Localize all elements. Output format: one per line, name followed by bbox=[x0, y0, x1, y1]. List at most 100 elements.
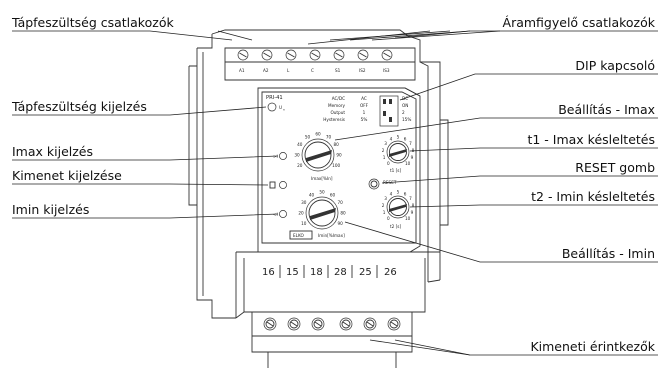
label-current-terminals: Áramfigyelő csatlakozók bbox=[503, 15, 656, 30]
dial-scale-label: 10 bbox=[301, 221, 307, 226]
dial-scale-label: 1 bbox=[383, 155, 386, 160]
dial-scale-label: 6 bbox=[404, 136, 407, 141]
dip-row-b: 15% bbox=[402, 117, 411, 122]
label-output-indicator: Kimenet kijelzése bbox=[12, 168, 122, 183]
bottom-terminal-label: 28 bbox=[334, 267, 347, 278]
top-terminal-screw bbox=[261, 49, 273, 61]
top-terminal-screw bbox=[237, 49, 249, 61]
bottom-terminal-screw bbox=[363, 317, 377, 331]
imin-led-symbol: <I bbox=[273, 212, 278, 217]
label-imax-setting: Beállítás - Imax bbox=[558, 102, 655, 117]
top-terminal-label: A2 bbox=[263, 68, 269, 73]
reset-button[interactable]: RESET bbox=[368, 178, 397, 190]
t1-dial[interactable] bbox=[386, 140, 410, 164]
dip-row-a: OFF bbox=[360, 103, 369, 108]
supply-led: U n bbox=[267, 102, 285, 112]
top-terminal-labels: A1 A2 L C S1 IS2 IS3 bbox=[239, 68, 390, 73]
brand-logo: ELKO bbox=[289, 230, 313, 240]
dial-scale-label: 10 bbox=[405, 161, 411, 166]
dial-scale-label: 5 bbox=[397, 135, 400, 140]
bottom-terminal-screw bbox=[263, 317, 277, 331]
top-terminal-label: L bbox=[287, 68, 290, 73]
dial-scale-label: 50 bbox=[305, 134, 311, 139]
dial-scale-label: 20 bbox=[297, 163, 303, 168]
imax-dial-label: Imax[%In] bbox=[311, 176, 333, 181]
dip-row-a: 1 bbox=[363, 110, 366, 115]
label-reset-button: RESET gomb bbox=[575, 160, 655, 175]
dial-scale-label: 2 bbox=[382, 148, 385, 153]
output-led bbox=[269, 181, 287, 189]
dial-scale-label: 90 bbox=[338, 221, 344, 226]
t2-dial-label: t2 [s] bbox=[390, 224, 401, 229]
dip-row-a: 5% bbox=[361, 117, 368, 122]
imin-dial-label: Imin[%Imax] bbox=[318, 233, 345, 238]
bottom-terminal-label: 15 bbox=[286, 267, 299, 278]
dip-row-b: 2 bbox=[402, 110, 405, 115]
dial-scale-label: 4 bbox=[390, 136, 393, 141]
dial-scale-label: 0 bbox=[387, 216, 390, 221]
top-terminal-screw bbox=[357, 49, 369, 61]
bottom-terminal-screw bbox=[311, 317, 325, 331]
supply-led-sub: n bbox=[283, 108, 285, 112]
dial-scale-label: 40 bbox=[309, 192, 315, 197]
dial-scale-label: 3 bbox=[384, 196, 387, 201]
top-terminal-label: IS2 bbox=[359, 68, 366, 73]
top-terminal-screw bbox=[309, 49, 321, 61]
dial-scale-label: 3 bbox=[384, 141, 387, 146]
bottom-terminal-label: 18 bbox=[310, 267, 323, 278]
imax-led-symbol: >I bbox=[273, 154, 278, 159]
top-terminal-label: S1 bbox=[335, 68, 341, 73]
imax-dial[interactable] bbox=[301, 138, 335, 172]
model-label: PRI-41 bbox=[266, 95, 283, 101]
dial-scale-label: 90 bbox=[336, 153, 342, 158]
relay-device bbox=[188, 29, 449, 368]
bottom-terminal-label: 25 bbox=[359, 267, 372, 278]
dial-scale-label: 70 bbox=[338, 200, 344, 205]
dip-row-name: Hysteresis bbox=[323, 117, 345, 122]
bottom-terminal-screw bbox=[287, 317, 301, 331]
bottom-terminal-screw bbox=[339, 317, 353, 331]
dial-scale-label: 2 bbox=[382, 203, 385, 208]
top-terminal-label: A1 bbox=[239, 68, 245, 73]
label-imax-indicator: Imax kijelzés bbox=[12, 144, 93, 159]
dial-scale-label: 7 bbox=[409, 196, 412, 201]
imin-dial[interactable] bbox=[305, 196, 339, 230]
dip-switch[interactable] bbox=[379, 95, 399, 127]
label-supply-indicator: Tápfeszültség kijelzés bbox=[11, 99, 147, 114]
dial-scale-label: 10 bbox=[405, 216, 411, 221]
label-t2-delay: t2 - Imin késleltetés bbox=[531, 189, 655, 204]
bottom-terminal-screw bbox=[387, 317, 401, 331]
label-dip-switch: DIP kapcsoló bbox=[575, 58, 655, 73]
dial-scale-label: 1 bbox=[383, 210, 386, 215]
imax-led: >I bbox=[273, 152, 287, 160]
dial-scale-label: 80 bbox=[340, 211, 346, 216]
dial-scale-label: 7 bbox=[409, 141, 412, 146]
dial-scale-label: 60 bbox=[330, 192, 336, 197]
top-terminal-label: C bbox=[311, 68, 314, 73]
label-imin-setting: Beállítás - Imin bbox=[562, 246, 655, 261]
dip-row-name: Output bbox=[330, 110, 345, 115]
dial-scale-label: 8 bbox=[412, 148, 415, 153]
dial-scale-label: 4 bbox=[390, 191, 393, 196]
dial-scale-label: 80 bbox=[334, 142, 340, 147]
dial-scale-label: 9 bbox=[411, 155, 414, 160]
dip-row-a: AC bbox=[361, 96, 367, 101]
bottom-terminal-label: 16 bbox=[262, 267, 275, 278]
t1-dial-label: t1 [s] bbox=[390, 168, 401, 173]
dial-scale-label: 6 bbox=[404, 191, 407, 196]
dial-scale-label: 30 bbox=[301, 200, 307, 205]
bottom-terminal-labels: 16 15 18 28 25 26 bbox=[262, 265, 397, 278]
dip-row-name: AC/DC bbox=[332, 96, 345, 101]
dial-scale-label: 60 bbox=[315, 132, 321, 137]
top-terminal-label: IS3 bbox=[383, 68, 390, 73]
top-terminal-screw bbox=[333, 49, 345, 61]
bottom-terminal-label: 26 bbox=[384, 267, 397, 278]
t2-dial[interactable] bbox=[386, 195, 410, 219]
dial-scale-label: 8 bbox=[412, 203, 415, 208]
dial-scale-label: 100 bbox=[332, 163, 340, 168]
top-terminal-screw bbox=[381, 49, 393, 61]
